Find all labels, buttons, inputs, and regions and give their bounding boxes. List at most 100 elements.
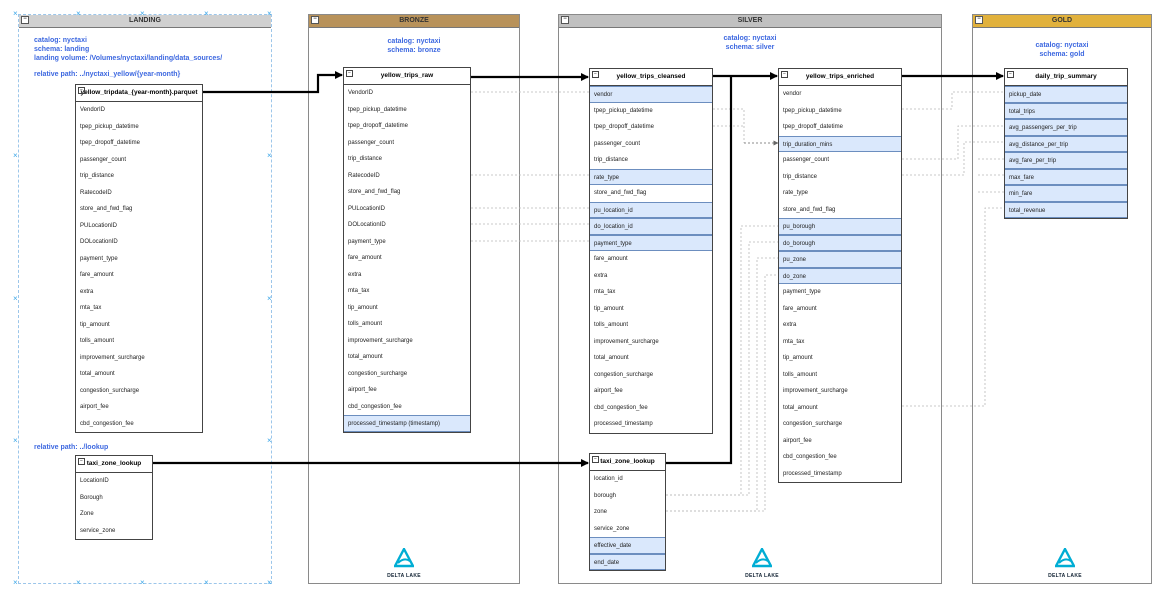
table-field-row[interactable]: congestion_surcharge (348, 370, 408, 377)
table-field-row[interactable]: fare_amount (348, 255, 382, 261)
table-field-row[interactable]: cbd_congestion_fee (348, 403, 402, 410)
table-field-row[interactable]: total_amount (348, 354, 383, 360)
x-handle-icon[interactable]: × (267, 436, 272, 445)
table-field-row[interactable]: location_id (594, 476, 623, 482)
x-handle-icon[interactable]: × (267, 294, 272, 303)
table-field-row[interactable]: tolls_amount (80, 338, 115, 344)
table-field-row[interactable]: extra (594, 272, 608, 279)
minus-icon[interactable]: − (781, 71, 788, 78)
x-handle-icon[interactable]: × (13, 9, 18, 18)
x-handle-icon[interactable]: × (13, 151, 18, 160)
table-field-row[interactable]: DOLocationID (348, 222, 386, 228)
table-field-row[interactable]: tpep_pickup_datetime (80, 123, 139, 130)
table-field-row[interactable]: store_and_fwd_flag (348, 189, 401, 195)
table-field-row[interactable]: airport_fee (348, 387, 377, 393)
table-field-row[interactable]: vendor (783, 91, 802, 97)
table-field-row[interactable]: end_date (590, 553, 665, 570)
table-field-row[interactable]: mta_tax (594, 289, 616, 295)
table-field-row[interactable]: fare_amount (783, 305, 817, 312)
table-field-row[interactable]: processed_timestamp (594, 421, 653, 427)
table-field-row[interactable]: tpep_pickup_datetime (783, 107, 842, 114)
table-title[interactable]: −yellow_trips_enriched (779, 69, 901, 86)
table-field-row[interactable]: pickup_date (1005, 86, 1127, 103)
table-field-row[interactable]: max_fare (1005, 168, 1127, 185)
x-handle-icon[interactable]: × (267, 578, 272, 587)
minus-icon[interactable]: − (78, 87, 85, 94)
table-field-row[interactable]: tolls_amount (594, 322, 629, 328)
table-field-row[interactable]: avg_distance_per_trip (1005, 135, 1127, 152)
table-field-row[interactable]: trip_distance (80, 173, 115, 179)
minus-icon[interactable]: − (592, 456, 599, 463)
table-field-row[interactable]: total_revenue (1005, 201, 1127, 218)
table-field-row[interactable]: fare_amount (594, 256, 628, 262)
table-field-row[interactable]: rate_type (783, 190, 809, 196)
table-field-row[interactable]: trip_duration_mins (779, 135, 901, 152)
table-field-row[interactable]: improvement_surcharge (80, 354, 145, 361)
table-field-row[interactable]: tolls_amount (348, 321, 383, 327)
table-field-row[interactable]: total_trips (1005, 102, 1127, 119)
table-field-row[interactable]: pu_borough (779, 218, 901, 235)
table-field-row[interactable]: mta_tax (80, 305, 102, 311)
table-field-row[interactable]: processed_timestamp (783, 470, 842, 477)
table-title[interactable]: −daily_trip_summary (1005, 69, 1127, 86)
table-field-row[interactable]: RatecodeID (80, 189, 112, 196)
x-handle-icon[interactable]: × (13, 436, 18, 445)
table-field-row[interactable]: total_amount (783, 404, 818, 411)
table-field-row[interactable]: tpep_dropoff_datetime (80, 140, 140, 146)
table-field-row[interactable]: rate_type (590, 168, 712, 185)
table-field-row[interactable]: pu_zone (779, 251, 901, 268)
table-field-row[interactable]: airport_fee (80, 404, 109, 410)
table-title[interactable]: −yellow_tripdata_{year-month}.parquet (76, 85, 202, 102)
table-field-row[interactable]: tip_amount (80, 321, 110, 328)
table-field-row[interactable]: tpep_dropoff_datetime (783, 124, 843, 130)
minus-icon[interactable]: − (1007, 71, 1014, 78)
x-handle-icon[interactable]: × (140, 578, 145, 587)
table-field-row[interactable]: Zone (80, 511, 94, 517)
table-field-row[interactable]: vendor (590, 86, 712, 103)
table-field-row[interactable]: avg_fare_per_trip (1005, 152, 1127, 169)
table-field-row[interactable]: DOLocationID (80, 239, 118, 245)
table-field-row[interactable]: do_borough (779, 234, 901, 251)
table-field-row[interactable]: extra (783, 322, 797, 328)
table-field-row[interactable]: tpep_pickup_datetime (348, 106, 407, 113)
minus-icon[interactable]: − (592, 71, 599, 78)
minus-icon[interactable]: − (346, 70, 353, 77)
table-field-row[interactable]: tip_amount (348, 304, 378, 311)
table-field-row[interactable]: processed_timestamp (timestamp) (344, 415, 470, 432)
table-field-row[interactable]: congestion_surcharge (80, 387, 140, 394)
table-field-row[interactable]: extra (348, 271, 362, 278)
table-field-row[interactable]: pu_location_id (590, 201, 712, 218)
table-field-row[interactable]: airport_fee (594, 388, 623, 394)
table-field-row[interactable]: passenger_count (783, 157, 830, 163)
table-field-row[interactable]: payment_type (80, 255, 118, 262)
table-field-row[interactable]: passenger_count (80, 156, 127, 163)
table-field-row[interactable]: min_fare (1005, 185, 1127, 202)
table-field-row[interactable]: trip_distance (783, 173, 818, 180)
x-handle-icon[interactable]: × (13, 294, 18, 303)
table-field-row[interactable]: payment_type (783, 289, 821, 295)
minus-icon[interactable]: − (21, 16, 29, 24)
table-title[interactable]: −yellow_trips_raw (344, 68, 470, 85)
table-field-row[interactable]: total_amount (594, 355, 629, 361)
table-field-row[interactable]: passenger_count (348, 139, 395, 146)
table-title[interactable]: −yellow_trips_cleansed (590, 69, 712, 86)
minus-icon[interactable]: − (561, 16, 569, 24)
table-field-row[interactable]: extra (80, 288, 94, 295)
x-handle-icon[interactable]: × (204, 9, 209, 18)
table-field-row[interactable]: PULocationID (348, 205, 386, 212)
table-field-row[interactable]: improvement_surcharge (594, 338, 659, 345)
table-field-row[interactable]: cbd_congestion_fee (80, 420, 134, 427)
table-field-row[interactable]: improvement_surcharge (348, 337, 413, 344)
table-field-row[interactable]: borough (594, 492, 617, 499)
table-field-row[interactable]: RatecodeID (348, 172, 380, 179)
table-field-row[interactable]: congestion_surcharge (783, 421, 843, 427)
table-field-row[interactable]: fare_amount (80, 272, 114, 278)
table-field-row[interactable]: avg_passengers_per_trip (1005, 119, 1127, 136)
x-handle-icon[interactable]: × (76, 9, 81, 18)
table-field-row[interactable]: cbd_congestion_fee (783, 454, 837, 460)
table-field-row[interactable]: tpep_dropoff_datetime (348, 123, 408, 129)
x-handle-icon[interactable]: × (204, 578, 209, 587)
table-field-row[interactable]: store_and_fwd_flag (594, 190, 647, 196)
